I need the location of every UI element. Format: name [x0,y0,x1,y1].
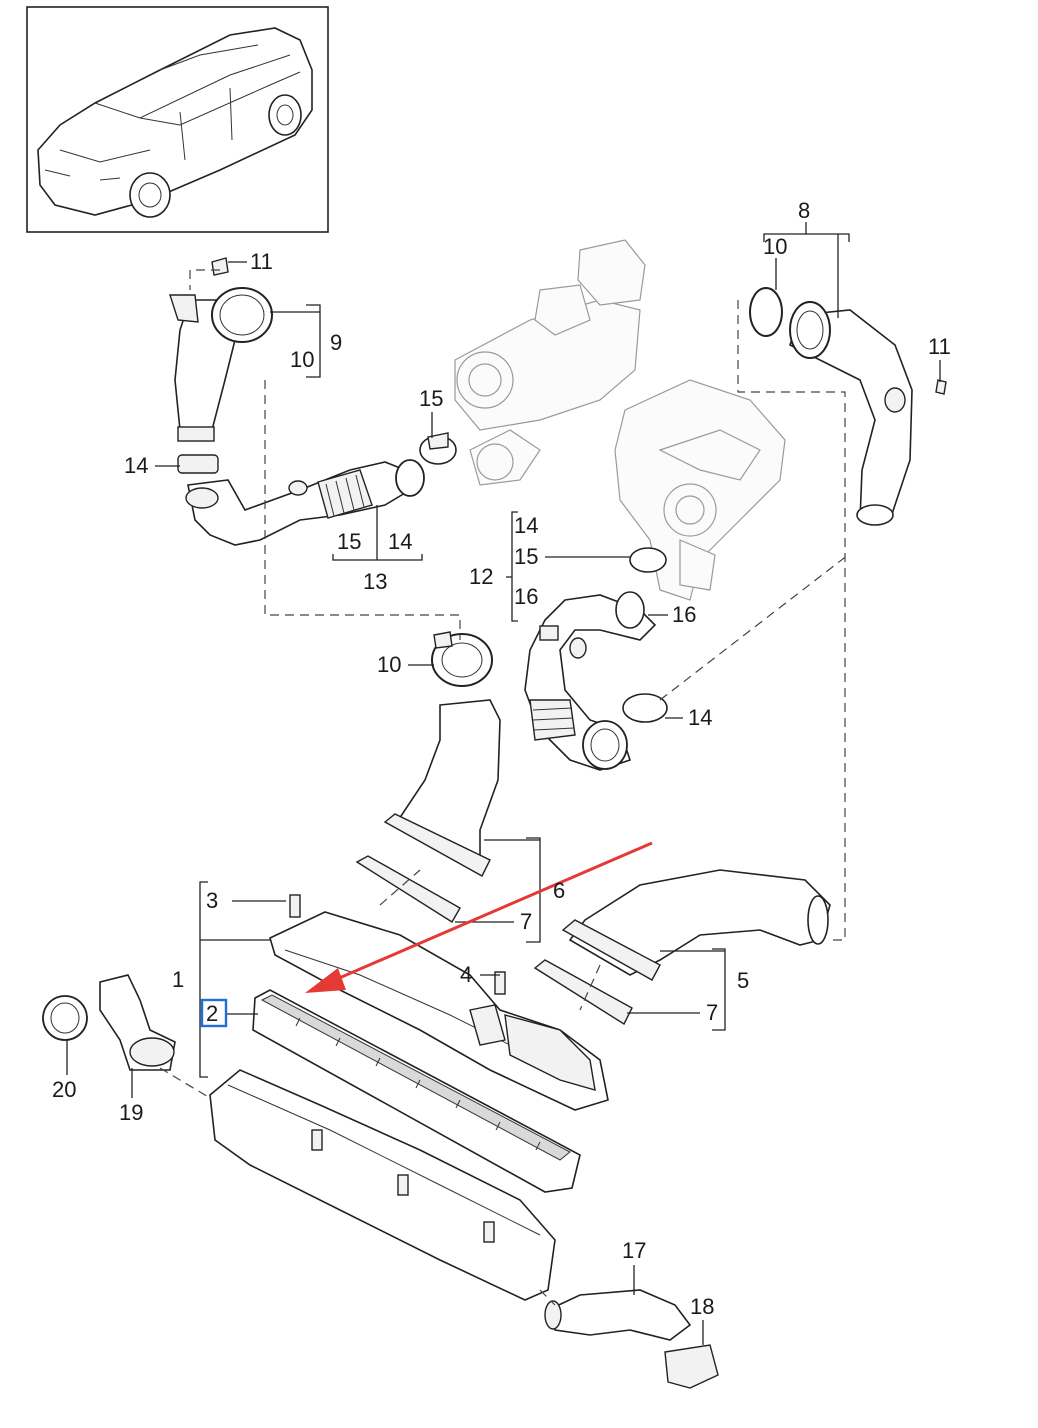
callout-labels: 11 9 10 15 14 15 14 13 8 10 11 14 15 12 … [52,198,951,1319]
callout-8[interactable]: 8 [798,198,810,223]
callout-4[interactable]: 4 [460,962,472,987]
callout-15-mid[interactable]: 15 [514,544,538,569]
intake-pipe-left [169,257,457,546]
callout-14-mid[interactable]: 14 [514,513,538,538]
intake-pipe-middle [524,547,668,771]
callout-14-bottom[interactable]: 14 [388,529,412,554]
callout-17[interactable]: 17 [622,1238,646,1263]
callout-19[interactable]: 19 [119,1100,143,1125]
callout-16-mid[interactable]: 16 [514,584,538,609]
callout-1[interactable]: 1 [172,967,184,992]
intake-pipe-right [749,287,947,526]
callout-2-highlight [200,998,228,1028]
callout-15-top[interactable]: 15 [419,386,443,411]
callout-11-top[interactable]: 11 [250,249,273,274]
dashed-guides [159,269,849,1306]
callout-15-bottom[interactable]: 15 [337,529,361,554]
callout-18[interactable]: 18 [690,1294,714,1319]
callout-7-upper[interactable]: 7 [520,909,532,934]
callout-14-left[interactable]: 14 [124,453,148,478]
callout-6[interactable]: 6 [553,878,565,903]
callout-10-top-right[interactable]: 10 [763,234,787,259]
turbocharger-background [454,239,786,601]
callout-16-right[interactable]: 16 [672,602,696,627]
callout-10-middle[interactable]: 10 [377,652,401,677]
air-box-lower [209,1069,556,1301]
air-filter-element [252,989,581,1193]
callout-20[interactable]: 20 [52,1077,76,1102]
callout-14-right[interactable]: 14 [688,705,712,730]
air-box-housing [269,894,609,1111]
leader-lines [66,222,941,1345]
callout-7-lower[interactable]: 7 [706,1000,718,1025]
red-pointer-arrow-icon [305,841,653,993]
callout-3[interactable]: 3 [206,888,218,913]
callout-5[interactable]: 5 [737,968,749,993]
duct-6 [355,631,501,923]
part-17-18 [544,1289,719,1389]
part-19-20 [42,974,176,1071]
callout-13[interactable]: 13 [363,569,387,594]
callout-2[interactable]: 2 [206,1001,218,1026]
callout-10-top-left[interactable]: 10 [290,347,314,372]
car-thumbnail-icon [26,6,329,233]
duct-5 [533,869,831,1026]
callout-9[interactable]: 9 [330,330,342,355]
callout-11-right[interactable]: 11 [928,334,951,359]
callout-12[interactable]: 12 [469,564,493,589]
